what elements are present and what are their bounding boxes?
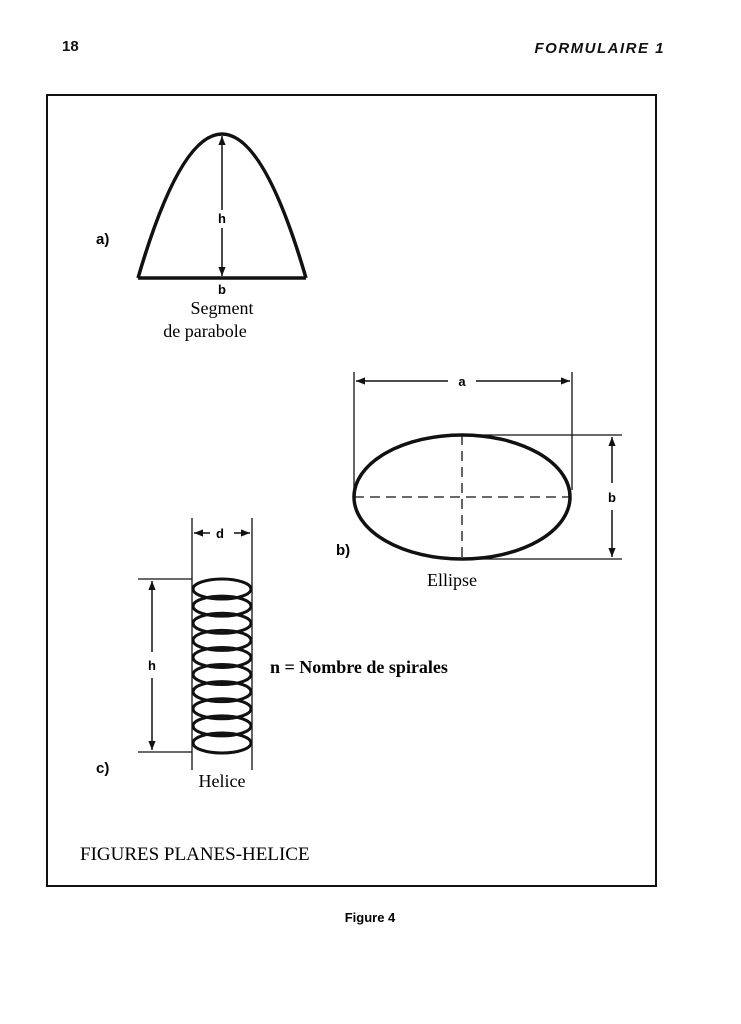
figure-c-label: c) — [96, 760, 109, 777]
figure-caption: Figure 4 — [345, 910, 396, 925]
helix-diameter-symbol: d — [216, 526, 224, 541]
helix-coil — [191, 594, 253, 618]
helix-coil — [191, 611, 253, 635]
helix-coil — [191, 680, 253, 704]
ellipse-height-symbol: b — [608, 490, 616, 505]
helix-coil — [191, 628, 253, 652]
helix-coil — [191, 714, 253, 738]
helix-coil — [191, 697, 253, 721]
figure-a-label: a) — [96, 231, 109, 248]
ellipse-width-symbol: a — [458, 374, 466, 389]
ellipse-figure — [352, 372, 622, 561]
figure-frame — [46, 94, 657, 887]
parabola-curve — [136, 132, 308, 279]
helix-coil — [191, 645, 253, 669]
running-title: FORMULAIRE 1 — [535, 40, 666, 57]
helix-height-symbol: h — [148, 658, 156, 673]
helix-coil — [191, 663, 253, 687]
helix-figure — [138, 518, 253, 770]
parabola-caption: de parabole — [163, 321, 246, 341]
page-number: 18 — [62, 38, 79, 55]
helix-coils — [191, 577, 253, 755]
parabola-caption: Segment — [191, 298, 254, 318]
parabola-figure — [136, 132, 308, 280]
helix-caption: Helice — [199, 771, 246, 791]
figure-b-label: b) — [336, 542, 350, 559]
panel-title: FIGURES PLANES-HELICE — [80, 844, 310, 865]
helix-note: n = Nombre de spirales — [270, 657, 448, 677]
parabola-base-symbol: b — [218, 282, 226, 297]
helix-coil — [191, 731, 253, 755]
helix-coil — [191, 577, 253, 601]
ellipse-caption: Ellipse — [427, 570, 477, 590]
parabola-height-symbol: h — [218, 211, 226, 226]
